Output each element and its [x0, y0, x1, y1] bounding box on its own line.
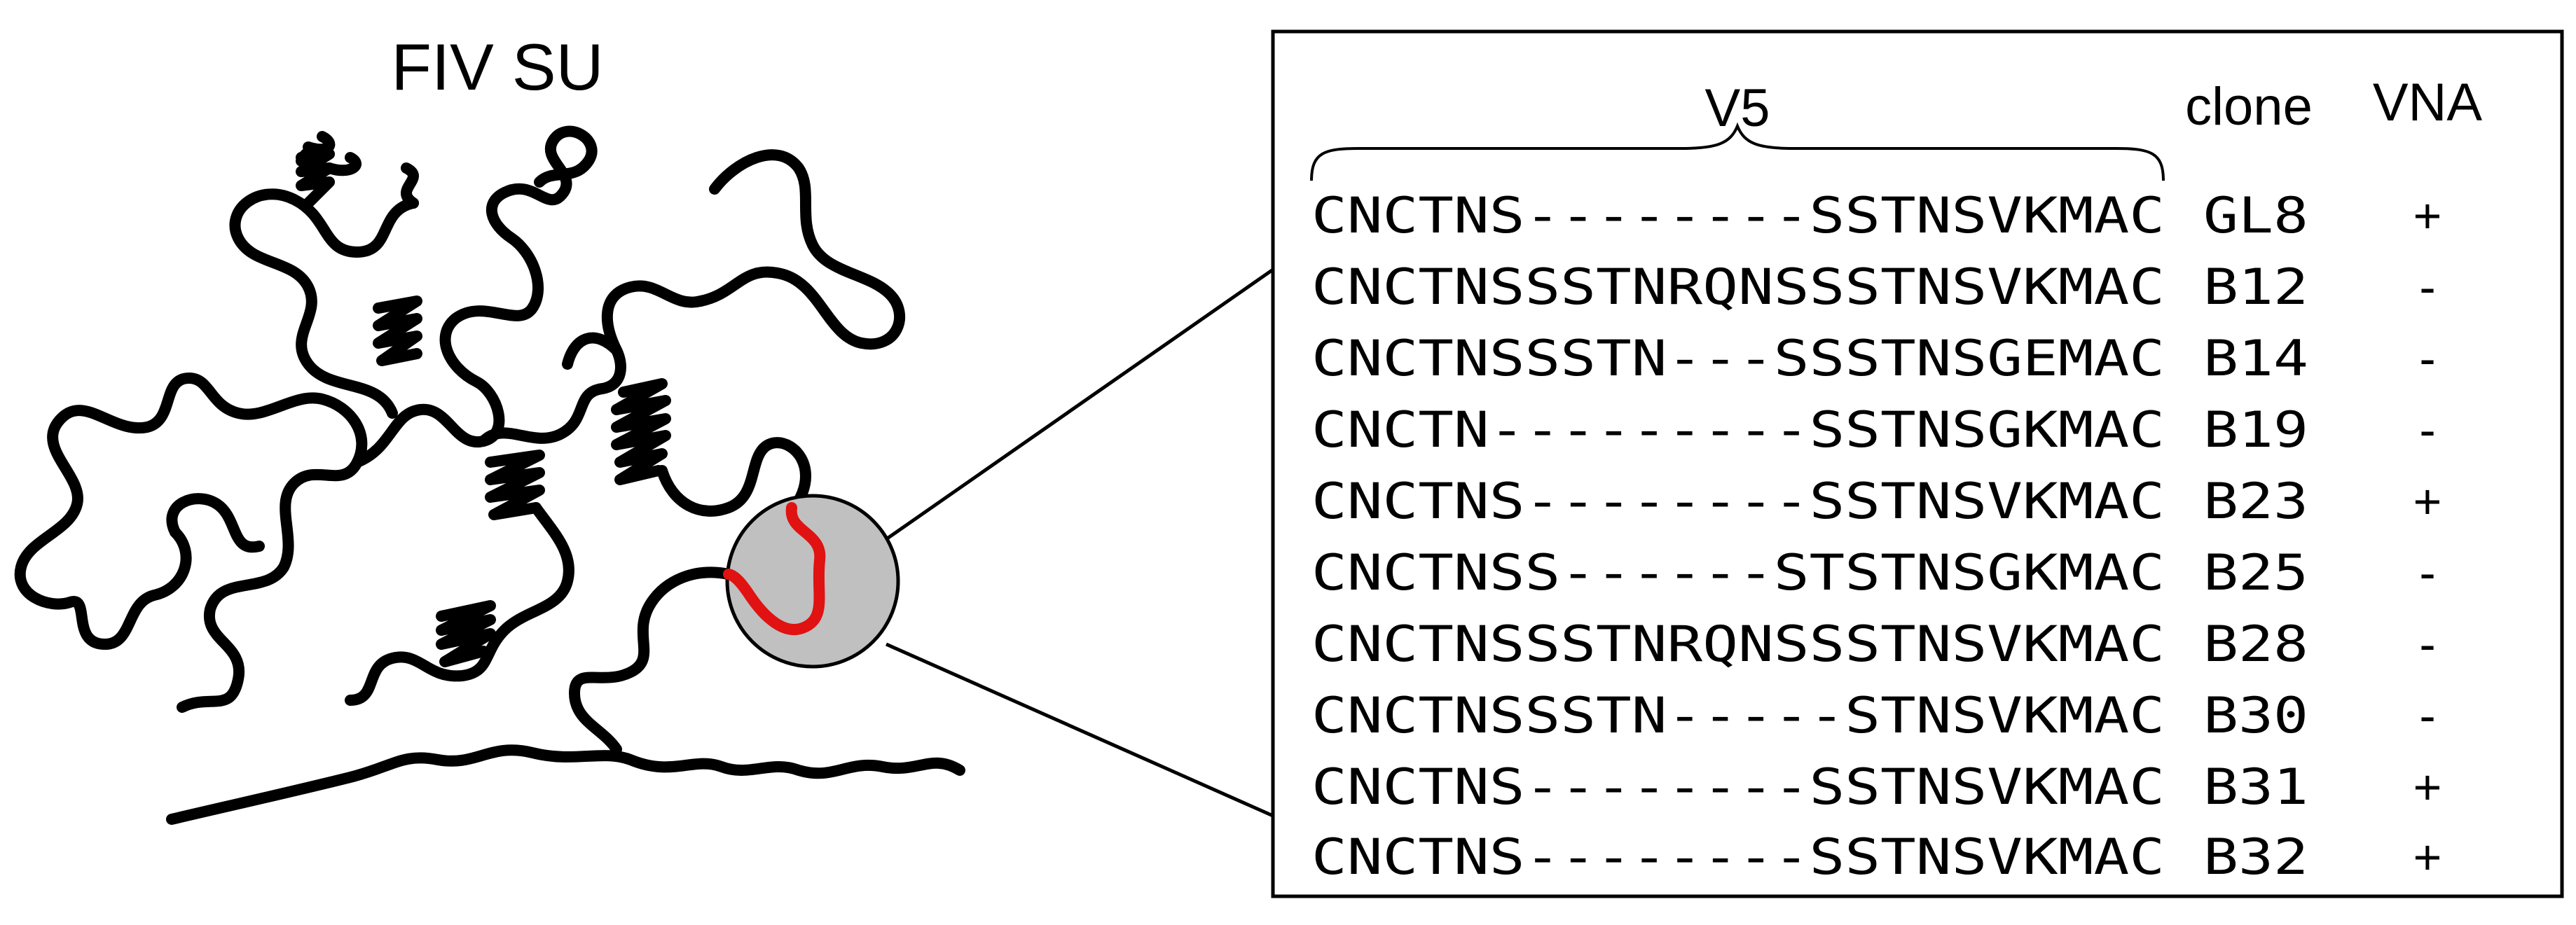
chain-lower-right	[569, 566, 734, 755]
chain-left-lobe	[14, 373, 368, 713]
row-vna: -	[2419, 331, 2435, 386]
protein-title: FIV SU	[392, 30, 604, 104]
row-vna: -	[2419, 260, 2435, 314]
row-vna: +	[2413, 830, 2442, 884]
helix-coil-e	[611, 378, 671, 485]
row-clone: B19	[2203, 401, 2308, 459]
v5-loop-segment	[723, 502, 826, 635]
row-sequence: CNCTNS--------SSTNSVKMAC	[1311, 187, 2165, 244]
row-clone: B23	[2203, 473, 2308, 530]
zoom-line-top	[885, 267, 1274, 541]
helix-coil-c	[485, 450, 545, 520]
zoom-line-bottom	[885, 642, 1274, 818]
row-vna: -	[2419, 688, 2435, 743]
helix-coil-top	[296, 131, 419, 209]
row-sequence: CNCTNSSSTN---SSSTNSGEMAC	[1311, 330, 2165, 387]
row-sequence: CNCTNS--------SSTNSVKMAC	[1311, 828, 2165, 886]
chain-upper-left-loop	[229, 188, 419, 419]
row-clone: B31	[2203, 758, 2308, 816]
row-clone: B12	[2203, 258, 2308, 316]
helix-coil-b	[373, 295, 422, 366]
row-sequence: CNCTNSS------STSTNSGKMAC	[1311, 544, 2165, 601]
chain-center-b	[695, 149, 906, 350]
row-vna: +	[2413, 474, 2442, 529]
helix-coil-a	[296, 148, 335, 209]
chain-lower-middle	[345, 502, 574, 706]
protein-chain	[14, 125, 965, 825]
chain-tail-segment	[166, 744, 965, 825]
row-sequence: CNCTNSSSTNRQNSSSTNSVKMAC	[1311, 258, 2165, 316]
chain-mid-left	[352, 232, 544, 468]
sequence-rows: CNCTNS--------SSTNSVKMAC GL8 + CNCTNSSST…	[1311, 187, 2441, 886]
chain-center-a	[478, 280, 706, 447]
row-clone: B28	[2203, 615, 2308, 673]
vna-column-header: VNA	[2373, 73, 2483, 132]
row-sequence: CNCTNSSSTN-----STNSVKMAC	[1311, 687, 2165, 744]
row-sequence: CNCTNS--------SSTNSVKMAC	[1311, 758, 2165, 816]
row-vna: +	[2413, 760, 2442, 814]
v5-highlight-circle	[725, 494, 900, 669]
clone-column-header: clone	[2185, 77, 2313, 137]
v5-brace	[1310, 122, 2165, 181]
row-sequence: CNCTNSSSTNRQNSSSTNSVKMAC	[1311, 615, 2165, 673]
row-vna: +	[2413, 188, 2442, 243]
row-vna: -	[2419, 617, 2435, 672]
row-clone: B25	[2203, 544, 2308, 601]
row-sequence: CNCTN---------SSTNSGKMAC	[1311, 401, 2165, 459]
row-clone: B32	[2203, 828, 2308, 886]
helix-coil-d	[436, 600, 496, 667]
row-clone: GL8	[2203, 187, 2308, 244]
row-clone: B30	[2203, 687, 2308, 744]
row-vna: -	[2419, 403, 2435, 457]
row-sequence: CNCTNS--------SSTNSVKMAC	[1311, 473, 2165, 530]
row-clone: B14	[2203, 330, 2308, 387]
chain-left-loop-2	[166, 493, 265, 553]
row-vna: -	[2419, 545, 2435, 600]
sequence-table-box	[1271, 29, 2564, 898]
chain-top-loop	[486, 125, 598, 244]
